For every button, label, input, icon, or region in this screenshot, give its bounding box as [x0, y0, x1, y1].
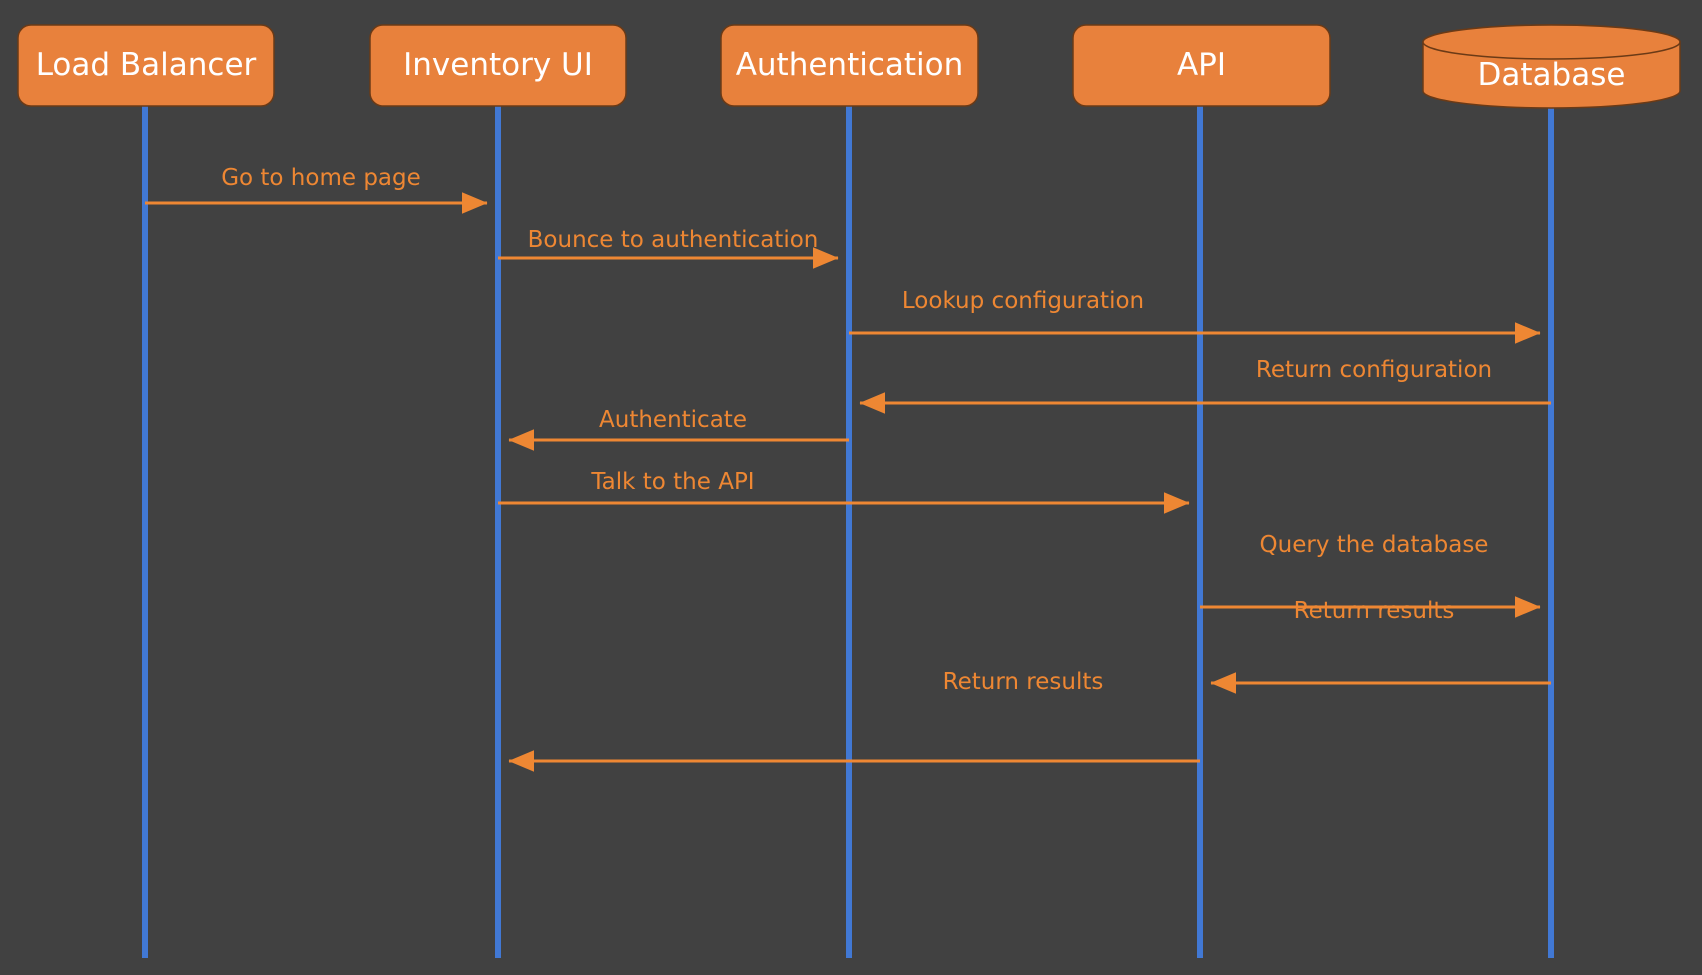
participant-rect-load-balancer: [17, 24, 275, 107]
participant-label-load-balancer: Load Balancer: [36, 47, 257, 83]
participant-api[interactable]: API: [1072, 24, 1331, 107]
message-9: Return results: [508, 669, 1200, 772]
message-7: Query the database: [1200, 532, 1541, 618]
participant-label-api: API: [1177, 47, 1226, 83]
participant-inventory-ui[interactable]: Inventory UI: [369, 24, 627, 107]
participant-label-database: Database: [1478, 57, 1626, 93]
message-label-6: Talk to the API: [590, 469, 754, 495]
message-2: Bounce to authentication: [498, 227, 839, 269]
participant-label-authentication: Authentication: [736, 47, 964, 83]
cylinder-top-database: [1422, 24, 1681, 60]
message-5: Authenticate: [508, 407, 849, 451]
message-3: Lookup configuration: [849, 288, 1541, 344]
participant-rect-authentication: [720, 24, 979, 107]
participant-label-inventory-ui: Inventory UI: [403, 47, 593, 83]
participant-database[interactable]: Database: [1422, 24, 1681, 109]
message-label-2: Bounce to authentication: [528, 227, 819, 253]
message-label-4: Return configuration: [1256, 357, 1492, 383]
message-1: Go to home page: [145, 165, 488, 214]
message-6: Talk to the API: [498, 469, 1190, 514]
message-label-9: Return results: [943, 669, 1104, 695]
message-label-8: Return results: [1294, 598, 1455, 624]
message-8: Return results: [1210, 598, 1551, 694]
participant-rect-api: [1072, 24, 1331, 107]
message-label-1: Go to home page: [221, 165, 421, 191]
message-label-7: Query the database: [1260, 532, 1489, 558]
message-4: Return configuration: [859, 357, 1551, 414]
participant-authentication[interactable]: Authentication: [720, 24, 979, 107]
message-label-3: Lookup configuration: [902, 288, 1144, 314]
message-label-5: Authenticate: [599, 407, 747, 433]
lifelines-group: [142, 106, 1554, 958]
participants-group: Load Balancer Inventory UI Authentication A…: [17, 24, 1681, 109]
participant-load-balancer[interactable]: Load Balancer: [17, 24, 275, 107]
participant-rect-inventory-ui: [369, 24, 627, 107]
